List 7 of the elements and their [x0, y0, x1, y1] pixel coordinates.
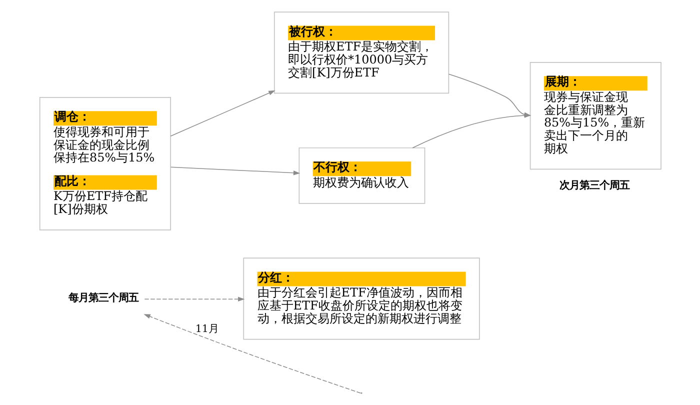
arrow — [170, 166, 300, 176]
node-label: 次月第三个周五 — [559, 180, 630, 192]
arrow — [144, 314, 362, 394]
node-text: 每月第三个周五 — [68, 292, 138, 304]
arrow — [170, 90, 276, 136]
edge-label: 11月 — [195, 323, 218, 336]
arrow — [144, 296, 245, 302]
